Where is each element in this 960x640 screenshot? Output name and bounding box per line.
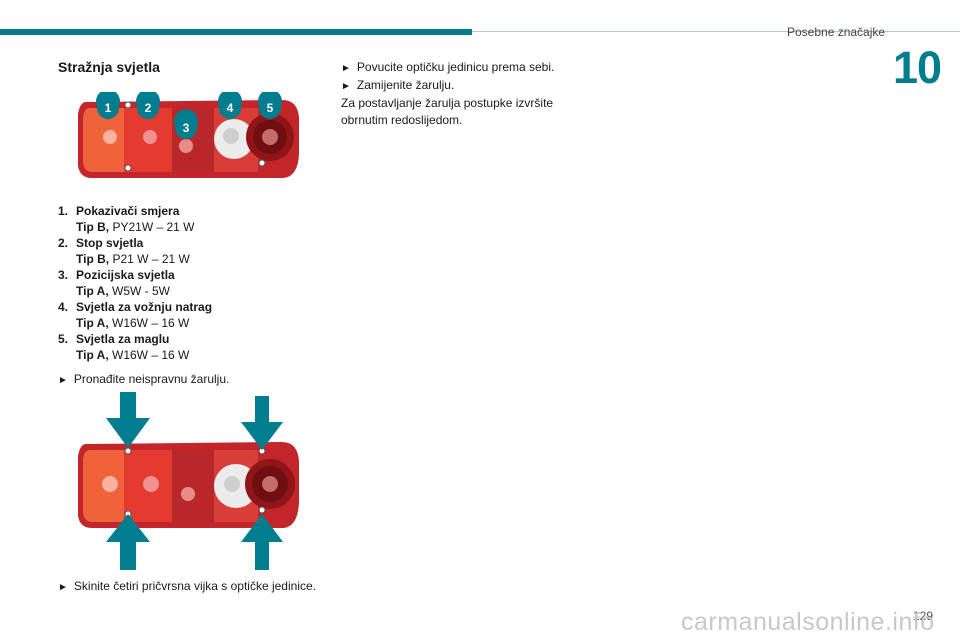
- bulb-name: Stop svjetla: [76, 236, 144, 250]
- arrow-bullet-icon: ►: [58, 375, 68, 386]
- header-rule: [472, 31, 960, 32]
- watermark: carmanualsonline.info: [681, 608, 935, 636]
- step-text: Zamijenite žarulju.: [356, 78, 455, 92]
- bulb-spec: PY21W – 21 W: [109, 220, 195, 234]
- svg-text:1: 1: [105, 101, 112, 115]
- bulb-fog: [262, 129, 278, 145]
- bulb-list: 1.Pokazivači smjera Tip B, PY21W – 21 W …: [58, 203, 318, 363]
- bulb-item-5: 5. Svjetla za maglu Tip A, W16W – 16 W: [58, 331, 318, 363]
- bulb-number: 4.: [58, 300, 69, 314]
- screw-bottom-left: [124, 164, 132, 172]
- svg-text:4: 4: [227, 101, 234, 115]
- bulb-item-1: 1. Pokazivači smjera Tip B, PY21W – 21 W: [58, 203, 318, 235]
- arrow-bullet-icon: ►: [341, 81, 351, 92]
- screw-top-left: [124, 101, 132, 109]
- callout-2: 2: [136, 92, 160, 120]
- tail-light-callout-figure: 1 2 3 4 5: [78, 92, 299, 178]
- callout-4: 4: [218, 92, 242, 120]
- step-text: Povucite optičku jedinicu prema sebi.: [356, 60, 555, 74]
- arrow-bullet-icon: ►: [58, 582, 68, 593]
- reinstall-note-line-1: Za postavljanje žarulja postupke izvršit…: [341, 96, 554, 110]
- right-column: ► Povucite optičku jedinicu prema sebi. ►…: [341, 59, 581, 129]
- callout-3: 3: [174, 109, 198, 140]
- bulb-position: [179, 139, 193, 153]
- arrow-up-icon: [241, 514, 283, 570]
- section-header: Posebne značajke: [787, 25, 886, 39]
- bulb-indicator: [102, 476, 118, 492]
- bulb-reverse: [223, 128, 239, 144]
- bulb-position: [181, 487, 195, 501]
- reinstall-note-line-2: obrnutim redoslijedom.: [341, 113, 463, 127]
- bulb-stop: [143, 476, 159, 492]
- bulb-number: 1.: [58, 204, 69, 218]
- step-text: Pronađite neispravnu žarulju.: [73, 372, 230, 386]
- bulb-name: Pokazivači smjera: [76, 204, 180, 218]
- arrow-up-icon: [106, 514, 150, 570]
- arrow-down-icon: [106, 392, 150, 448]
- chapter-number: 10: [893, 42, 942, 93]
- header-accent-bar: [0, 29, 472, 35]
- bulb-spec: W16W – 16 W: [108, 348, 190, 362]
- svg-text:3: 3: [183, 121, 190, 135]
- tail-light-screws-figure: [78, 392, 299, 570]
- bulb-number: 2.: [58, 236, 69, 250]
- svg-text:5: 5: [267, 101, 274, 115]
- bulb-item-4: 4. Svjetla za vožnju natrag Tip A, W16W –…: [58, 299, 318, 331]
- bulb-spec: W5W - 5W: [108, 284, 170, 298]
- svg-text:2: 2: [145, 101, 152, 115]
- bulb-indicator: [103, 130, 117, 144]
- position-lens: [172, 450, 214, 522]
- step-text: Skinite četiri pričvrsna vijka s optičke…: [73, 579, 316, 593]
- bulb-item-2: 2. Stop svjetla Tip B, P21 W – 21 W: [58, 235, 318, 267]
- bulb-number: 5.: [58, 332, 69, 346]
- step-pull-unit: ► Povucite optičku jedinicu prema sebi.: [341, 59, 581, 77]
- bulb-type: Tip B,: [76, 252, 110, 266]
- bulb-stop: [143, 130, 157, 144]
- step-find-bulb: ► Pronađite neispravnu žarulju.: [58, 371, 229, 389]
- indicator-lens: [83, 108, 124, 172]
- bulb-name: Svjetla za maglu: [76, 332, 170, 346]
- screw-top-left: [124, 447, 132, 455]
- section-title: Stražnja svjetla: [58, 59, 160, 75]
- callout-1: 1: [96, 92, 120, 120]
- bulb-number: 3.: [58, 268, 69, 282]
- screw-bottom-right: [258, 506, 266, 514]
- bulb-name: Svjetla za vožnju natrag: [76, 300, 213, 314]
- bulb-name: Pozicijska svjetla: [76, 268, 175, 282]
- bulb-spec: P21 W – 21 W: [109, 252, 190, 266]
- step-replace-bulb: ► Zamijenite žarulju.: [341, 77, 581, 95]
- arrow-bullet-icon: ►: [341, 63, 351, 74]
- bulb-type: Tip A,: [76, 284, 109, 298]
- bulb-type: Tip A,: [76, 316, 109, 330]
- callout-5: 5: [258, 92, 282, 120]
- bulb-type: Tip B,: [76, 220, 110, 234]
- bulb-spec: W16W – 16 W: [108, 316, 190, 330]
- arrow-down-icon: [241, 396, 283, 450]
- screw-bottom-right: [258, 159, 266, 167]
- bulb-type: Tip A,: [76, 348, 109, 362]
- bulb-fog: [262, 476, 278, 492]
- step-remove-screws: ► Skinite četiri pričvrsna vijka s optičk…: [58, 578, 316, 596]
- bulb-item-3: 3. Pozicijska svjetla Tip A, W5W - 5W: [58, 267, 318, 299]
- page-number: 129: [913, 609, 934, 623]
- bulb-reverse: [224, 476, 240, 492]
